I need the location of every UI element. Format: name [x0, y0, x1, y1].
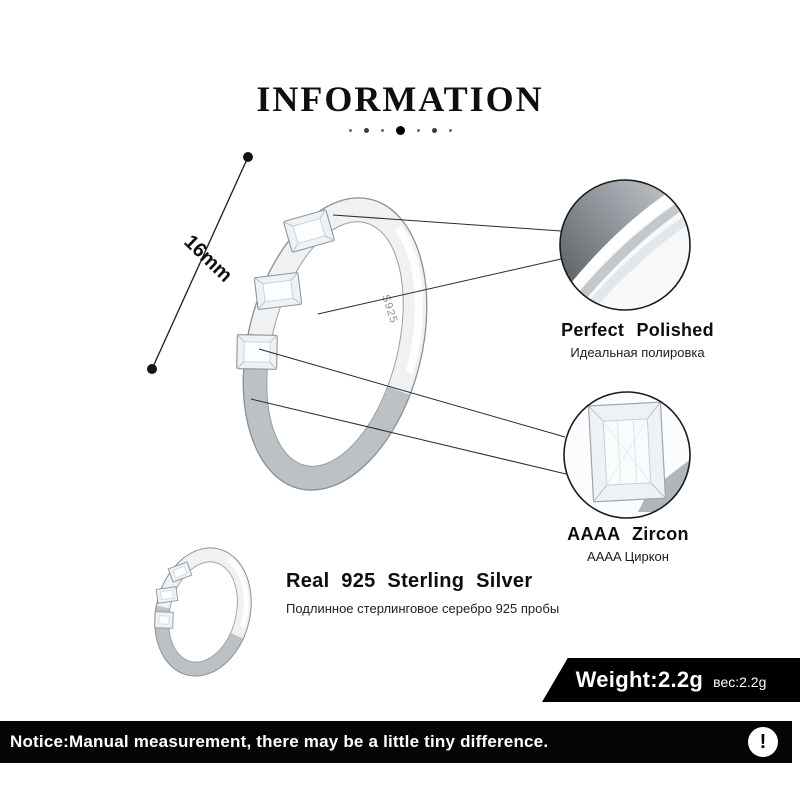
polished-subtitle-ru: Идеальная полировка — [570, 345, 705, 360]
ring-stone-2 — [253, 272, 303, 310]
polished-title: Perfect Polished — [561, 320, 714, 340]
callout-line-3 — [258, 348, 566, 438]
dot — [416, 129, 420, 132]
callout-lines — [250, 214, 567, 475]
callout-line-4 — [250, 398, 567, 475]
polished-zoom-art — [560, 180, 690, 310]
dot — [395, 126, 405, 135]
dot — [348, 129, 352, 132]
weight-ru: вес:2.2g — [713, 674, 767, 690]
ring-band — [242, 197, 428, 491]
callout-label-polished: Perfect Polished Идеальная полировка — [505, 320, 770, 360]
material-title: Real 925 Sterling Silver — [286, 570, 533, 592]
dimension-line — [151, 156, 249, 370]
ring-small-stone-3 — [154, 611, 174, 629]
zircon-title: AAAA Zircon — [567, 524, 689, 544]
ring-small-stone-2 — [155, 586, 179, 604]
zircon-zoom-art — [564, 392, 690, 518]
page-title: INFORMATION — [256, 79, 544, 119]
weight-banner: Weight:2.2g вес:2.2g — [542, 658, 800, 702]
dot — [380, 129, 384, 132]
dimension-dot-top — [243, 152, 253, 162]
callout-line-2 — [317, 258, 562, 315]
ring-small — [154, 547, 252, 677]
ring-stone-1 — [283, 209, 335, 253]
callout-label-zircon: AAAA Zircon AAAA Циркон — [498, 524, 758, 564]
callout-circle-zircon — [563, 391, 691, 519]
divider-dots — [0, 126, 800, 135]
weight-en: Weight:2.2g — [575, 667, 704, 692]
material-subtitle-ru: Подлинное стерлинговое серебро 925 пробы — [286, 601, 560, 616]
ring-stone-3 — [236, 334, 278, 370]
notice-bar: Notice:Manual measurement, there may be … — [0, 721, 792, 763]
zircon-stone — [587, 401, 667, 503]
dot — [363, 128, 369, 133]
dimension-dot-bottom — [147, 364, 157, 374]
notice-text: Notice:Manual measurement, there may be … — [10, 732, 549, 751]
ring-small-stone-1 — [167, 561, 193, 583]
zircon-subtitle-ru: AAAA Циркон — [587, 549, 669, 564]
size-label: 16mm — [180, 231, 237, 287]
exclamation-icon: ! — [748, 727, 778, 757]
callout-line-1 — [332, 214, 562, 232]
dot — [431, 128, 437, 133]
dot — [448, 129, 452, 132]
callout-circle-polished — [559, 179, 691, 311]
ring-large: S925 — [236, 197, 428, 491]
material-block: Real 925 Sterling Silver Подлинное стерл… — [286, 570, 626, 616]
